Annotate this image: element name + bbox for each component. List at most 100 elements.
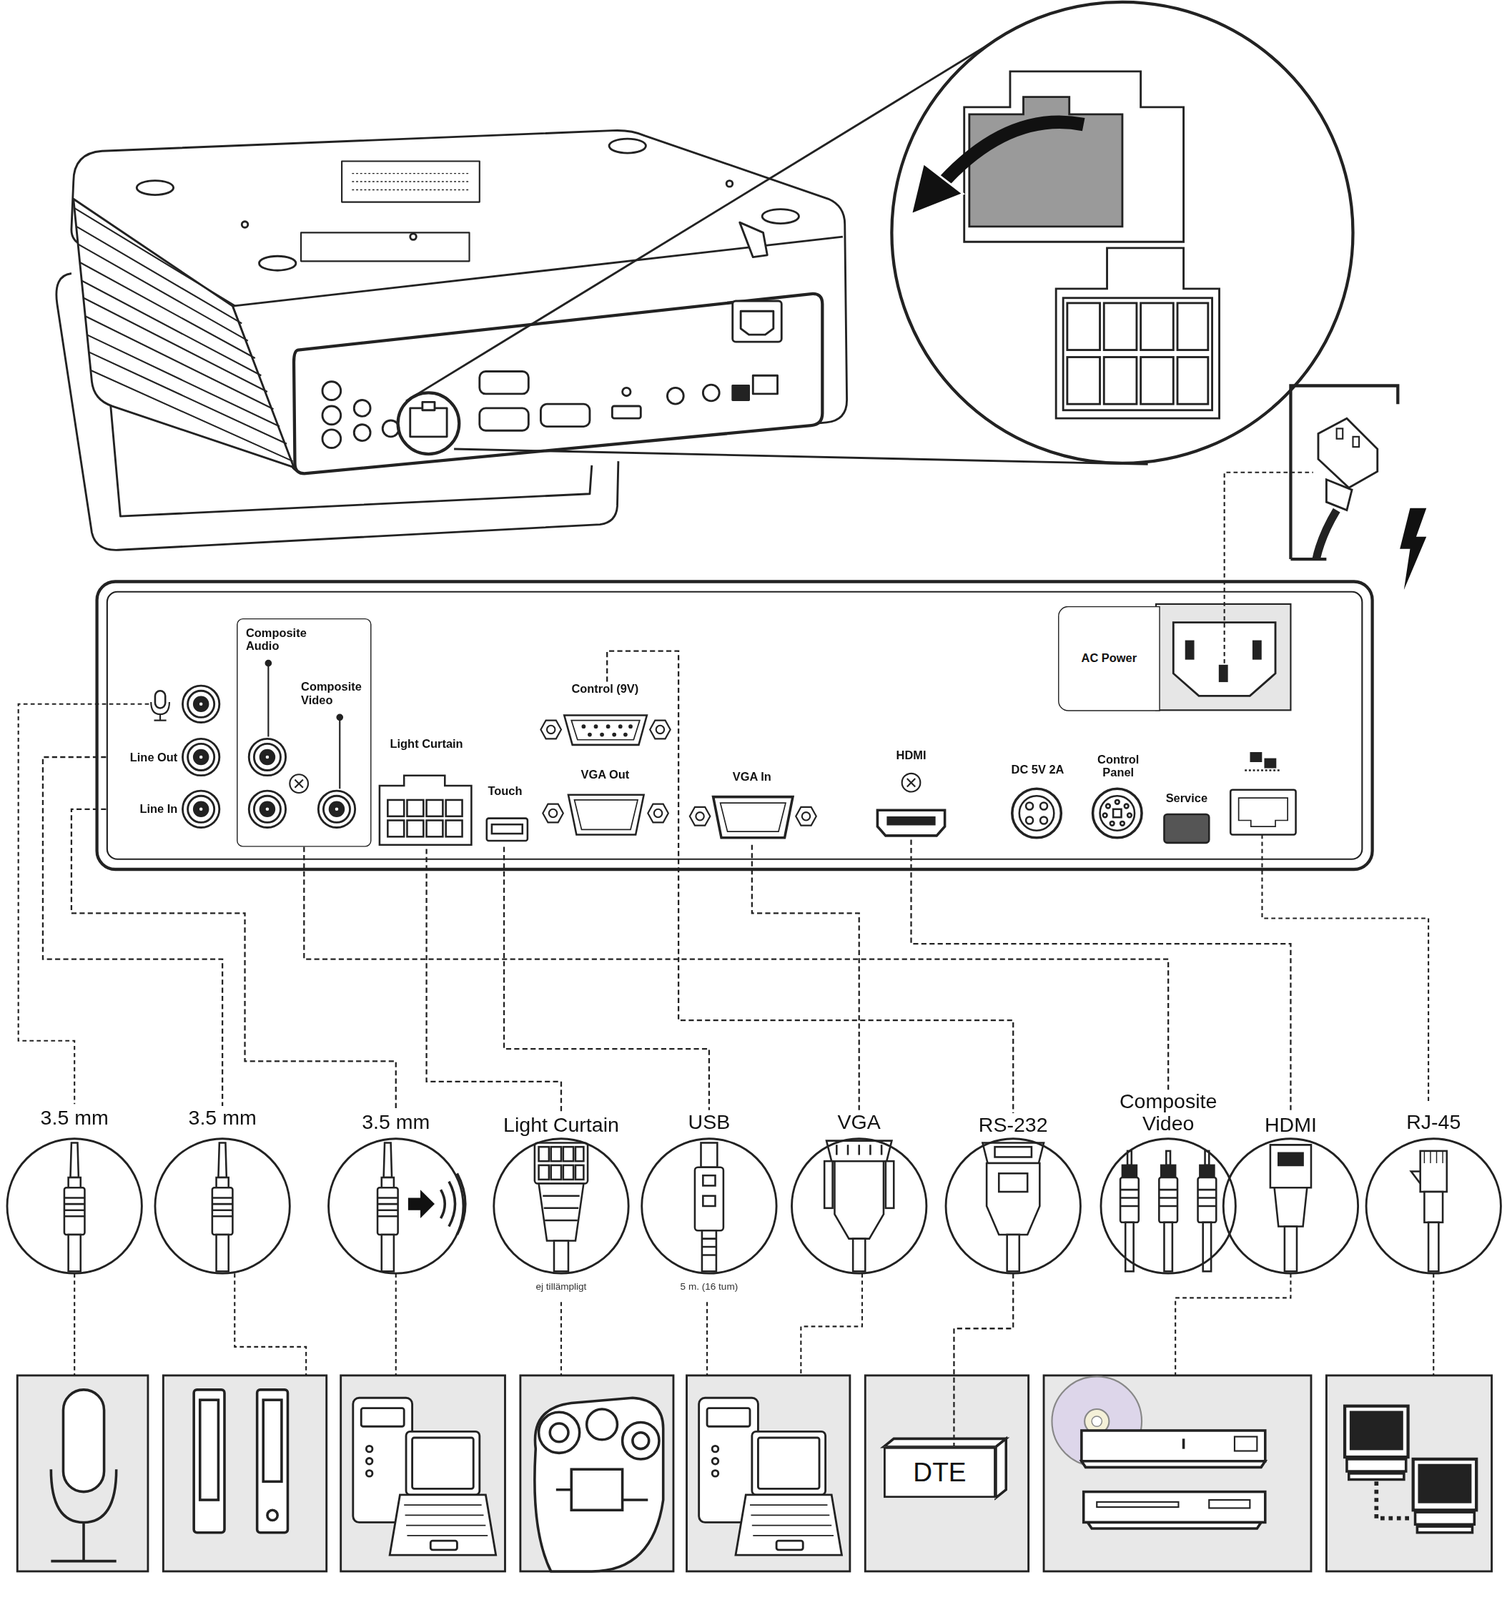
projector-body [74, 208, 293, 462]
device-icon [1087, 1522, 1262, 1529]
projector-body [353, 399, 371, 417]
projector-body [479, 371, 530, 394]
device-icon [1081, 1461, 1266, 1468]
device-icon [1415, 1512, 1475, 1525]
port-group-label: Composite Video [300, 680, 369, 708]
power-plug [1318, 418, 1378, 488]
panel-ports [564, 714, 647, 745]
port-group-box: Composite AudioComposite Video [236, 618, 372, 848]
projector-body [353, 424, 371, 442]
panel-ports [248, 790, 286, 828]
panel-ports [877, 809, 945, 836]
device-icon [1182, 1438, 1186, 1449]
device-label-text: DTE [912, 1456, 966, 1488]
connector-circle-outline [328, 1138, 464, 1274]
device-icon [193, 1389, 225, 1533]
connector-name: USB [637, 1110, 781, 1133]
device-icon [1344, 1406, 1408, 1457]
cable-plug [852, 1238, 866, 1272]
device-icon [263, 1399, 282, 1482]
panel-ports [1019, 795, 1055, 831]
connector-circle-outline [1366, 1138, 1501, 1274]
power-plug [1290, 557, 1327, 561]
projector-body [540, 403, 590, 427]
connector-circle: USB5 m. (16 tum) [637, 1110, 781, 1300]
cable-plug [824, 1160, 833, 1209]
panel-ports [265, 660, 271, 666]
port-label: Line Out [105, 747, 178, 768]
projector-body [398, 392, 460, 454]
cable-plug [1270, 1144, 1312, 1272]
connector-note: ej tillämpligt [479, 1279, 643, 1294]
port-label: VGA Out [540, 767, 670, 839]
panel-ports [387, 799, 404, 817]
device-icon [1081, 1430, 1266, 1462]
connector-circle-outline [5, 1136, 144, 1276]
port-label: Control Panel [1082, 752, 1154, 843]
cable-plug [702, 1175, 715, 1186]
cable-plug [1270, 1144, 1312, 1188]
panel-ports [542, 804, 564, 823]
panel-ports [689, 807, 711, 826]
device-box [162, 1375, 326, 1572]
panel-ports [713, 797, 793, 838]
projector-body [740, 310, 774, 335]
panel-ports [1012, 788, 1062, 838]
device-icon [267, 1509, 278, 1520]
zoom-circle [1177, 303, 1209, 351]
connector-circle-outline [792, 1138, 927, 1274]
port-label: DC 5V 2A [993, 762, 1082, 842]
panel-ports [426, 819, 444, 837]
port-label-text: Control (9V) [537, 681, 673, 696]
projector-body [136, 180, 174, 196]
panel-ports [540, 720, 562, 740]
projector-body [611, 406, 641, 419]
device-icon [50, 1469, 116, 1561]
device-box [341, 1375, 506, 1572]
device-icon [1208, 1499, 1250, 1508]
projector-body [410, 408, 447, 437]
panel-ports [599, 732, 605, 738]
panel-ports [1120, 821, 1125, 826]
projector-body [752, 375, 778, 394]
rear-panel [1219, 665, 1228, 683]
cable-plug [702, 1196, 715, 1207]
panel-ports [628, 724, 633, 729]
projector-body [666, 387, 684, 404]
cable-plug [1120, 1150, 1139, 1272]
panel-ports [387, 819, 404, 837]
device-box [1043, 1375, 1312, 1572]
cable-plug [534, 1142, 588, 1184]
port-label-text: Service [1156, 790, 1217, 805]
connector-circle: 3.5 mm [150, 1105, 294, 1274]
zoom-circle [1140, 303, 1174, 351]
connector-name: Light Curtain [489, 1113, 633, 1136]
device-icon [539, 1411, 580, 1453]
zoom-circle [1063, 298, 1212, 411]
panel-ports [446, 799, 463, 817]
panel-ports [587, 732, 592, 738]
connector-circle-outline [491, 1136, 631, 1276]
panel-ports [1163, 814, 1209, 843]
cable-plug [64, 1142, 86, 1272]
connector-circle-outline [1364, 1136, 1503, 1276]
port-label: Control (9V) [537, 681, 673, 755]
zoom-circle [1067, 303, 1209, 404]
projector-body [479, 408, 530, 431]
connector-circle-outline [945, 1138, 1081, 1274]
rear-panel [97, 581, 1373, 870]
zoom-circle [891, 2, 1353, 464]
device-icon [586, 1409, 618, 1440]
panel-ports [1230, 789, 1296, 835]
rear-panel [1155, 604, 1291, 710]
panel-ports [446, 819, 463, 837]
connector-name: Composite Video [1096, 1089, 1240, 1135]
cable-connector [426, 848, 562, 1114]
connector-note: 5 m. (16 tum) [627, 1279, 791, 1294]
leader-line [1224, 472, 1314, 664]
projector-body [259, 255, 296, 271]
panel-ports [1265, 759, 1276, 768]
panel-ports [581, 724, 633, 737]
panel-ports [491, 824, 523, 834]
